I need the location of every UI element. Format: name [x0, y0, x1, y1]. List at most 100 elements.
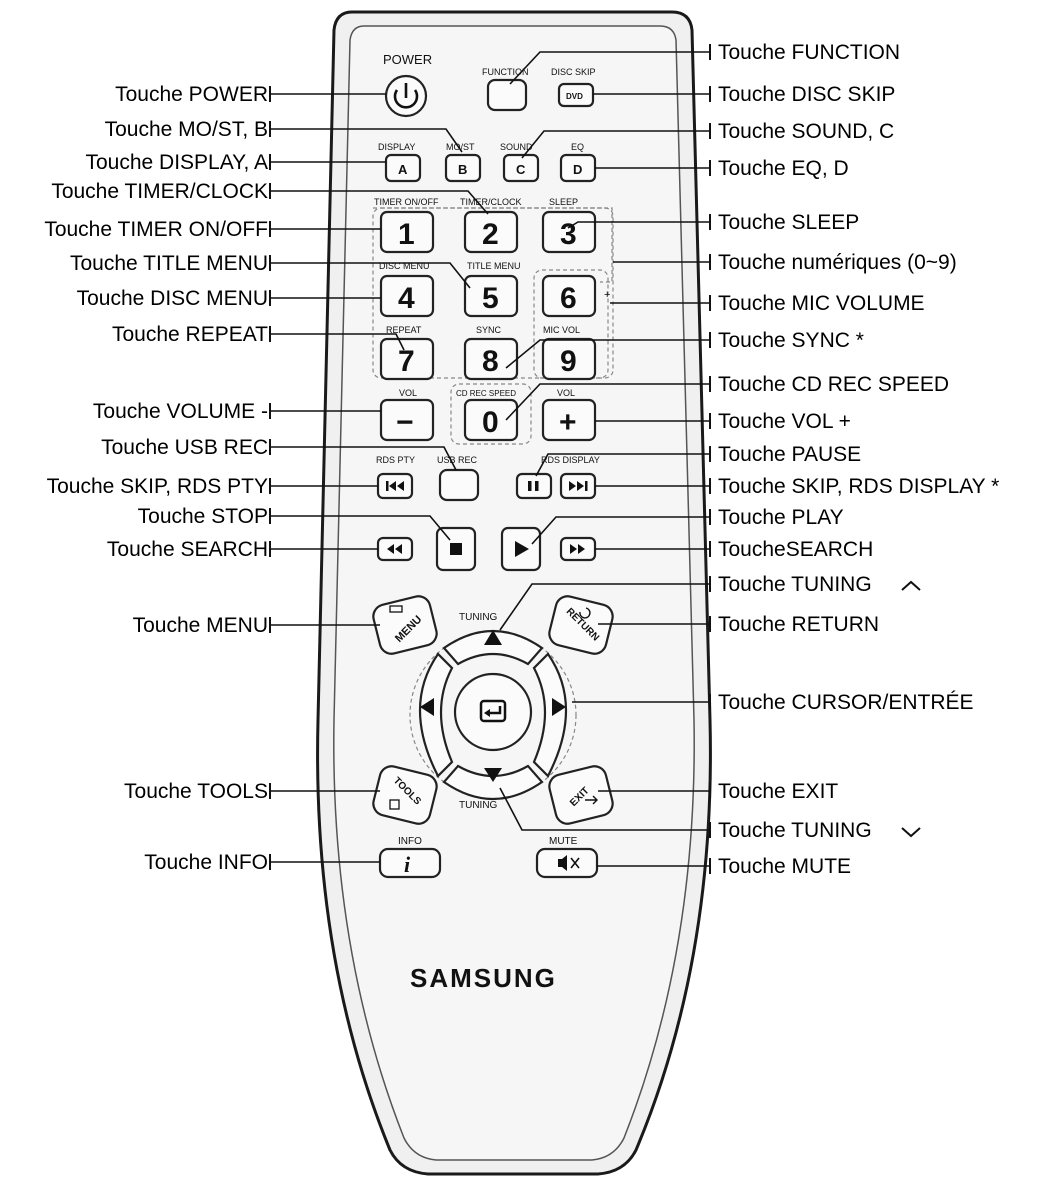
- return-button[interactable]: RETURN: [547, 594, 615, 657]
- d-letter: D: [573, 162, 582, 177]
- function-label: FUNCTION: [482, 67, 529, 77]
- mute-icon: [558, 855, 580, 871]
- digit-3-button[interactable]: 3: [541, 210, 597, 254]
- digit-8-button[interactable]: 8: [463, 337, 519, 381]
- callout-menu: Touche MENU: [133, 614, 268, 637]
- callout-pause: Touche PAUSE: [718, 443, 861, 466]
- pause-button[interactable]: [515, 472, 553, 500]
- numeric-group-outline: [373, 207, 613, 283]
- mute-button[interactable]: [535, 847, 599, 879]
- digit-2-button[interactable]: 2: [463, 210, 519, 254]
- callout-sleep: Touche SLEEP: [718, 211, 859, 234]
- callout-stop: Touche STOP: [138, 505, 268, 528]
- remote-body: [316, 10, 712, 1176]
- display-a-button[interactable]: A: [384, 153, 422, 183]
- eq-label: EQ: [571, 142, 584, 152]
- enter-button[interactable]: [453, 672, 533, 752]
- info-button[interactable]: i: [378, 847, 442, 879]
- callout-skip-rds-pty: Touche SKIP, RDS PTY: [47, 475, 268, 498]
- display-label: DISPLAY: [378, 142, 415, 152]
- callout-volume-minus: Touche VOLUME -: [93, 400, 268, 423]
- power-button[interactable]: [384, 74, 428, 118]
- callout-sync: Touche SYNC *: [718, 329, 864, 352]
- digit-9-button[interactable]: 9: [541, 337, 597, 381]
- digit-6-button[interactable]: 6: [541, 274, 597, 318]
- callout-disc-skip: Touche DISC SKIP: [718, 83, 895, 106]
- a-letter: A: [398, 162, 408, 177]
- digit-5-button[interactable]: 5: [463, 274, 519, 318]
- digit-1: 1: [398, 218, 415, 251]
- callout-play: Touche PLAY: [718, 506, 844, 529]
- callout-timer-clock: Touche TIMER/CLOCK: [51, 180, 268, 203]
- sleep-label: SLEEP: [549, 197, 578, 207]
- search-forward-button[interactable]: [559, 536, 597, 562]
- vol-right-label: VOL: [557, 388, 575, 398]
- digit-0-button[interactable]: 0: [463, 398, 519, 442]
- cursor-right-button[interactable]: [532, 652, 568, 778]
- callout-tuning-up: Touche TUNING: [718, 573, 872, 596]
- callout-cd-rec-speed: Touche CD REC SPEED: [718, 373, 949, 396]
- callout-mic-volume: Touche MIC VOLUME: [718, 292, 925, 315]
- digit-7: 7: [398, 345, 415, 378]
- timer-clock-label: TIMER/CLOCK: [460, 197, 522, 207]
- callout-skip-rds-display: Touche SKIP, RDS DISPLAY *: [718, 475, 999, 498]
- menu-button[interactable]: MENU: [371, 594, 439, 657]
- search-back-button[interactable]: [376, 536, 414, 562]
- arrow-up-icon: [484, 630, 502, 645]
- nav-cluster-outline: [409, 631, 577, 799]
- arrow-left-icon: [420, 698, 434, 716]
- callout-mo-st: Touche MO/ST, B: [105, 118, 268, 141]
- digit-8: 8: [482, 345, 499, 378]
- callouts-right: Touche FUNCTION Touche DISC SKIP Touche …: [718, 41, 999, 878]
- callout-timer-onoff: Touche TIMER ON/OFF: [44, 218, 268, 241]
- cd-rec-speed-label: CD REC SPEED: [456, 389, 516, 398]
- stop-button[interactable]: [435, 526, 477, 572]
- digit-4: 4: [398, 282, 415, 315]
- usb-rec-button[interactable]: [438, 468, 480, 502]
- callout-usb-rec: Touche USB REC: [101, 436, 268, 459]
- digit-9: 9: [560, 345, 577, 378]
- plus-symbol: +: [559, 406, 577, 439]
- digit-7-button[interactable]: 7: [379, 337, 435, 381]
- sync-label: SYNC: [476, 325, 502, 335]
- skip-forward-button[interactable]: [559, 472, 597, 500]
- tools-icon: [389, 799, 400, 810]
- skip-back-button[interactable]: [376, 472, 414, 500]
- title-menu-label: TITLE MENU: [467, 261, 521, 271]
- fast-forward-icon: [570, 544, 585, 554]
- disc-skip-label: DISC SKIP: [551, 67, 596, 77]
- sound-label: SOUND: [500, 142, 533, 152]
- cursor-down-button[interactable]: [442, 764, 544, 800]
- mo-st-b-button[interactable]: B: [444, 153, 482, 183]
- callout-power: Touche POWER: [115, 83, 268, 106]
- power-label: POWER: [383, 52, 432, 67]
- callout-exit: Touche EXIT: [718, 780, 838, 803]
- tools-button[interactable]: TOOLS: [371, 764, 439, 827]
- rewind-icon: [387, 544, 402, 554]
- tuning-down-label: TUNING: [459, 800, 498, 811]
- callout-search-right: ToucheSEARCH: [718, 538, 873, 561]
- volume-plus-button[interactable]: +: [541, 398, 597, 442]
- info-label: INFO: [398, 836, 422, 847]
- callout-title-menu: Touche TITLE MENU: [70, 252, 268, 275]
- digit-4-button[interactable]: 4: [379, 274, 435, 318]
- exit-button[interactable]: EXIT: [547, 764, 615, 827]
- callout-mute: Touche MUTE: [718, 855, 851, 878]
- pause-icon: [528, 481, 539, 491]
- cursor-left-button[interactable]: [418, 652, 454, 778]
- disc-skip-button[interactable]: [557, 82, 595, 108]
- rds-pty-label: RDS PTY: [376, 455, 415, 465]
- eq-d-button[interactable]: D: [559, 153, 597, 183]
- cursor-up-button[interactable]: [442, 630, 544, 666]
- skip-back-icon: [386, 481, 404, 491]
- tuning-up-label: TUNING: [459, 612, 498, 623]
- digit-3: 3: [560, 218, 577, 251]
- callout-repeat: Touche REPEAT: [112, 323, 268, 346]
- sound-c-button[interactable]: C: [502, 153, 540, 183]
- exit-icon: [585, 795, 598, 805]
- c-letter: C: [516, 162, 526, 177]
- volume-minus-button[interactable]: −: [379, 398, 435, 442]
- play-button[interactable]: [500, 526, 542, 572]
- function-button[interactable]: [486, 78, 528, 112]
- digit-1-button[interactable]: 1: [379, 210, 435, 254]
